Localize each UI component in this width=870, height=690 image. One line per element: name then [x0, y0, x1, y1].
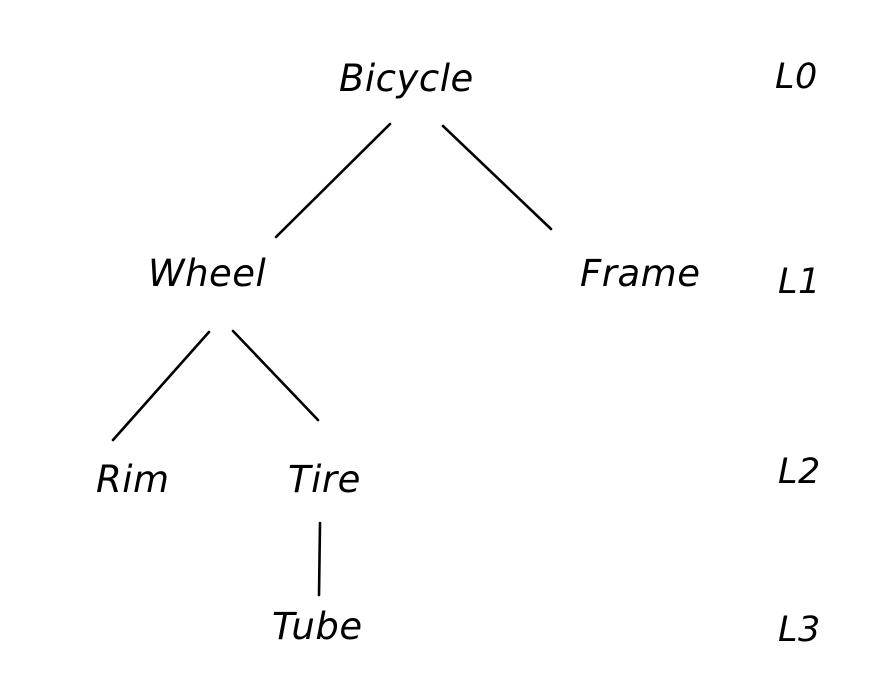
level-label-l1: L1	[778, 262, 821, 302]
tree-node-frame[interactable]: Frame	[580, 252, 701, 295]
tree-node-rim[interactable]: Rim	[96, 458, 170, 501]
tree-edges	[111, 122, 553, 597]
tree-node-wheel[interactable]: Wheel	[148, 252, 267, 295]
tree-edge-bicycle-frame	[441, 124, 553, 231]
tree-edge-wheel-tire	[231, 329, 320, 422]
level-label-l3: L3	[778, 610, 821, 650]
tree-edge-wheel-rim	[111, 330, 211, 442]
tree-node-tube[interactable]: Tube	[272, 605, 363, 648]
tree-node-bicycle[interactable]: Bicycle	[339, 57, 474, 100]
tree-edge-bicycle-wheel	[274, 122, 392, 239]
level-label-l0: L0	[775, 57, 818, 97]
level-label-l2: L2	[778, 452, 821, 492]
tree-node-tire[interactable]: Tire	[288, 458, 361, 501]
tree-edge-tire-tube	[317, 521, 322, 597]
